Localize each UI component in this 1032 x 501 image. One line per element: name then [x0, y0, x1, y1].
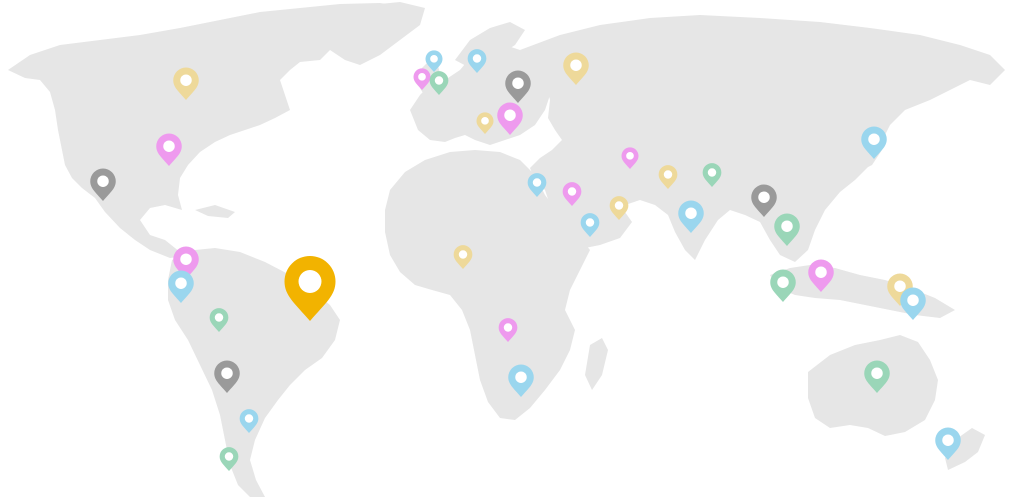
pin-center — [685, 207, 697, 219]
pin-center — [214, 313, 224, 322]
pin-center — [894, 280, 906, 292]
pin-center — [585, 218, 595, 227]
pin-center — [472, 54, 482, 63]
pin-center — [481, 117, 489, 125]
map-pin-angola[interactable] — [498, 318, 518, 342]
pin-center — [180, 74, 192, 86]
africa — [385, 150, 590, 420]
map-pin-central-canada[interactable] — [173, 67, 199, 100]
map-pin-yemen[interactable] — [580, 213, 600, 237]
south-america — [168, 248, 340, 497]
map-pin-peru[interactable] — [209, 308, 229, 332]
map-pin-borneo[interactable] — [808, 259, 834, 292]
map-pin-england[interactable] — [429, 71, 449, 95]
map-pin-pakistan[interactable] — [658, 165, 678, 189]
map-pin-ireland[interactable] — [413, 68, 431, 90]
map-pin-eastern-usa[interactable] — [156, 133, 182, 166]
map-pin-japan[interactable] — [861, 126, 887, 159]
map-pin-nepal[interactable] — [702, 163, 722, 187]
map-pin-patagonia[interactable] — [219, 447, 239, 471]
greenland — [328, 2, 425, 65]
caribbean — [195, 205, 235, 218]
map-pin-argentina[interactable] — [239, 409, 259, 433]
pin-center — [614, 201, 624, 210]
pin-center — [221, 367, 233, 379]
map-pin-india[interactable] — [678, 200, 704, 233]
map-pins — [90, 49, 961, 471]
map-pin-balkans[interactable] — [497, 102, 523, 135]
landmasses — [8, 2, 1005, 497]
map-pin-australia[interactable] — [864, 360, 890, 393]
map-pin-central-asia[interactable] — [621, 147, 639, 169]
pin-center — [868, 133, 880, 145]
map-pin-sumatra[interactable] — [770, 269, 796, 302]
pin-center — [907, 294, 919, 306]
featured-map-pin-brazil[interactable] — [284, 255, 336, 321]
pin-center — [458, 250, 468, 259]
pin-center — [777, 276, 789, 288]
pin-center — [224, 452, 234, 461]
map-pin-egypt[interactable] — [527, 173, 547, 197]
north-america — [8, 3, 420, 258]
southeast-asia-islands — [770, 265, 955, 318]
map-pin-saudi-arabia[interactable] — [562, 182, 582, 206]
map-pin-southwestern-usa[interactable] — [90, 168, 116, 201]
pin-center — [503, 323, 513, 332]
pin-center — [515, 371, 527, 383]
pin-center — [567, 187, 577, 196]
map-pin-oman[interactable] — [609, 196, 629, 220]
pin-center — [815, 266, 827, 278]
map-pin-scandinavia[interactable] — [467, 49, 487, 73]
pin-center — [430, 55, 438, 63]
pin-center — [512, 77, 524, 89]
pin-center — [532, 178, 542, 187]
pin-center — [626, 152, 634, 160]
pin-center — [244, 414, 254, 423]
map-pin-colombia[interactable] — [168, 270, 194, 303]
pin-center — [97, 175, 109, 187]
map-pin-south-africa[interactable] — [508, 364, 534, 397]
map-pin-western-russia[interactable] — [563, 52, 589, 85]
pin-center — [175, 277, 187, 289]
map-pin-china[interactable] — [751, 184, 777, 217]
pin-center — [163, 140, 175, 152]
map-pin-eastern-europe[interactable] — [505, 70, 531, 103]
pin-center — [663, 170, 673, 179]
pin-center — [758, 191, 770, 203]
map-pin-new-guinea-east[interactable] — [900, 287, 926, 320]
pin-center — [180, 253, 192, 265]
pin-center — [570, 59, 582, 71]
map-pin-chile[interactable] — [214, 360, 240, 393]
new-zealand-islands — [945, 428, 985, 470]
map-pin-new-zealand[interactable] — [935, 427, 961, 460]
pin-center — [942, 434, 954, 446]
pin-center — [871, 367, 883, 379]
pin-center — [781, 220, 793, 232]
madagascar — [585, 338, 608, 390]
map-pin-vietnam[interactable] — [774, 213, 800, 246]
asia — [520, 15, 1005, 262]
pin-center — [418, 73, 426, 81]
map-pin-italy[interactable] — [476, 112, 494, 134]
map-pin-scotland[interactable] — [425, 50, 443, 72]
pin-center — [434, 76, 444, 85]
pin-center — [298, 270, 322, 293]
map-pin-nigeria[interactable] — [453, 245, 473, 269]
pin-center — [707, 168, 717, 177]
pin-center — [504, 109, 516, 121]
